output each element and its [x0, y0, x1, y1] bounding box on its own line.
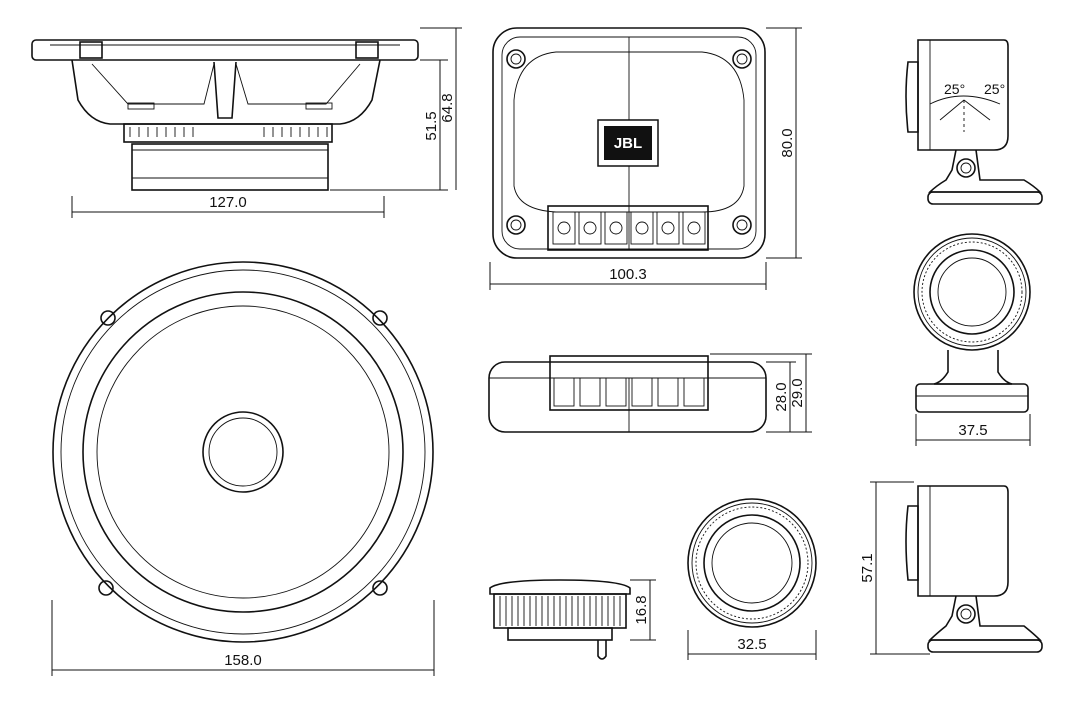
- dim-37-5-label: 37.5: [958, 422, 987, 439]
- dim-64-8-label: 64.8: [439, 93, 456, 122]
- dim-158-label: 158.0: [224, 652, 262, 669]
- dim-127-label: 127.0: [209, 194, 247, 211]
- tweeter-flush-front-dimensions: 32.5: [687, 630, 817, 660]
- angle-left-label: 25°: [944, 81, 965, 97]
- tweeter-mount-side-view-top: 25° 25°: [905, 39, 1043, 205]
- tweeter-mount-side-view-bottom: [905, 485, 1043, 653]
- dim-80-label: 80.0: [779, 128, 796, 157]
- crossover-side-terminals: [549, 355, 709, 411]
- jbl-logo: JBL: [597, 119, 659, 167]
- tweeter-mount-front-view: [913, 233, 1031, 413]
- crossover-side-view: [488, 355, 767, 433]
- crossover-top-view: JBL: [492, 27, 766, 259]
- svg-text:JBL: JBL: [614, 135, 642, 152]
- mounting-holes: [98, 310, 388, 596]
- woofer-side-dimensions: 127.0 51.5 64.8: [71, 27, 462, 218]
- dim-57-1-label: 57.1: [859, 553, 876, 582]
- tweeter-mount-front-dimensions: 37.5: [915, 414, 1031, 446]
- dim-100-3-label: 100.3: [609, 266, 647, 283]
- woofer-front-view: [52, 261, 434, 643]
- dim-28-label: 28.0: [773, 382, 790, 411]
- woofer-vent-slots: [129, 127, 328, 137]
- tweeter-flush-dimensions: 16.8: [630, 579, 656, 641]
- tweeter-flush-side-view: [489, 579, 631, 660]
- woofer-side-view: [31, 39, 419, 191]
- tweeter-ribbing: [499, 596, 621, 626]
- woofer-front-dimensions: 158.0: [51, 600, 435, 676]
- dim-51-5-label: 51.5: [423, 111, 440, 140]
- tweeter-flush-front-view: [687, 498, 817, 628]
- angle-right-label: 25°: [984, 81, 1005, 97]
- crossover-side-dimensions: 28.0 29.0: [710, 353, 812, 433]
- dim-29-label: 29.0: [789, 378, 806, 407]
- crossover-terminal-block: [547, 205, 709, 251]
- tweeter-mount-side-dimensions: 57.1: [859, 481, 930, 655]
- dim-32-5-label: 32.5: [737, 636, 766, 653]
- dim-16-8-label: 16.8: [633, 595, 650, 624]
- crossover-top-dimensions: 100.3 80.0: [489, 27, 802, 290]
